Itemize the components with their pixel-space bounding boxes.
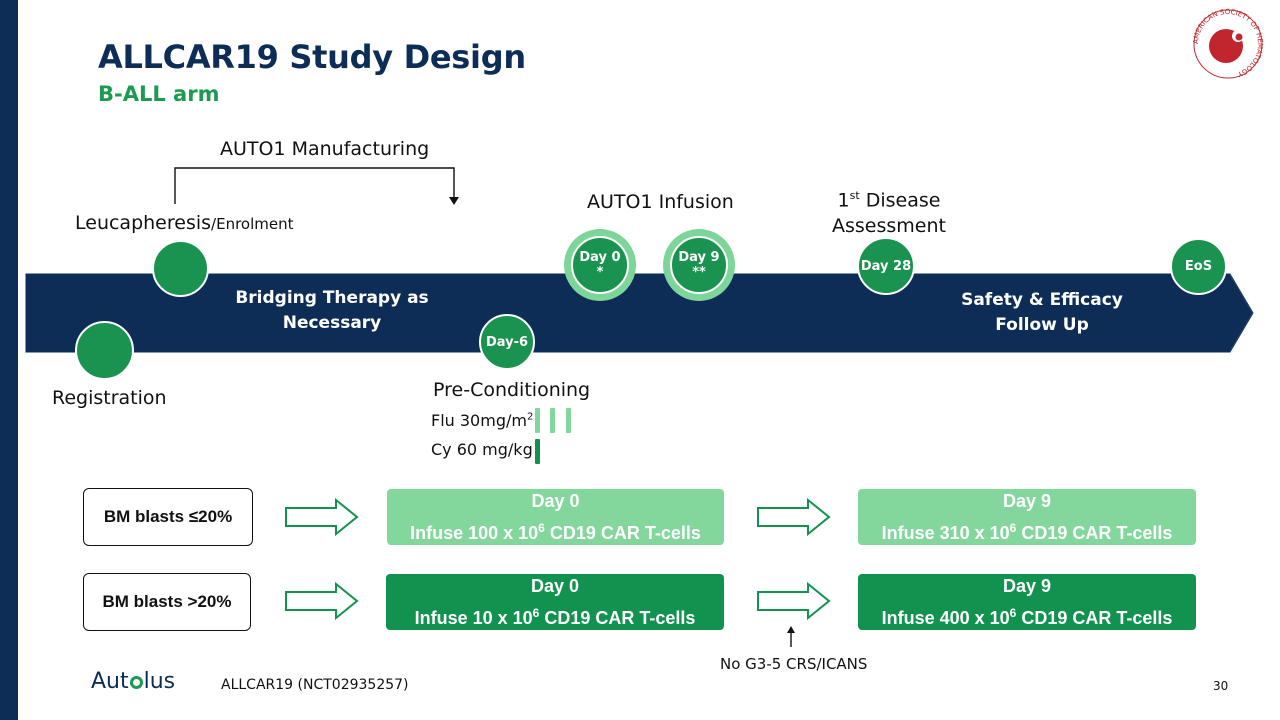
page-number: 30 xyxy=(1213,679,1229,693)
row2-day0-text-post: CD19 CAR T-cells xyxy=(539,607,696,628)
day-minus6-text: Day-6 xyxy=(485,334,529,350)
flu-dose-sup: 2 xyxy=(526,411,534,423)
left-sidebar-bar xyxy=(0,0,18,720)
timeline-arrow xyxy=(25,273,1254,353)
bridging-line1: Bridging Therapy as xyxy=(235,288,429,308)
disease-assessment-line1: Disease xyxy=(859,189,941,212)
day28-text: Day 28 xyxy=(860,258,912,274)
day0-mark: * xyxy=(596,265,604,280)
row2-day9-dose-box: Day 9 Infuse 400 x 106 CD19 CAR T-cells xyxy=(858,574,1196,630)
slide-subtitle: B-ALL arm xyxy=(98,82,220,106)
flu-dose-label: Flu 30mg/m2 xyxy=(431,411,533,430)
row1-day0-text-post: CD19 CAR T-cells xyxy=(544,522,701,543)
day9-milestone: Day 9 ** xyxy=(670,236,728,294)
row1-day9-dose-box: Day 9 Infuse 310 x 106 CD19 CAR T-cells xyxy=(858,489,1196,545)
row1-day0-title: Day 0 xyxy=(531,490,580,511)
row2-day0-dose-box: Day 0 Infuse 10 x 106 CD19 CAR T-cells xyxy=(386,574,724,630)
row1-day9-text-pre: Infuse 310 x 10 xyxy=(881,522,1010,543)
enrolment-text: /Enrolment xyxy=(211,215,294,233)
leucapheresis-text: Leucapheresis xyxy=(75,212,212,234)
cy-dose-label: Cy 60 mg/kg xyxy=(431,440,533,459)
row2-day9-text-pre: Infuse 400 x 10 xyxy=(881,607,1010,628)
leucapheresis-label: Leucapheresis/Enrolment xyxy=(75,212,293,234)
day0-milestone-ring: Day 0 * xyxy=(564,229,636,301)
registration-label: Registration xyxy=(52,387,167,409)
autolus-dot-icon xyxy=(129,676,143,689)
row2-day9-text-post: CD19 CAR T-cells xyxy=(1016,607,1173,628)
row2-day9-title: Day 9 xyxy=(1002,575,1052,596)
day0-text: Day 0 xyxy=(579,250,621,265)
row1-day9-text-post: CD19 CAR T-cells xyxy=(1016,522,1173,543)
day9-mark: ** xyxy=(692,265,706,280)
row2-arrow-1 xyxy=(285,582,359,620)
autolus-logo-post: lus xyxy=(143,669,176,694)
american-society-of-hematology-logo: AMERICAN SOCIETY OF HEMATOLOGY xyxy=(1190,6,1266,82)
leucapheresis-milestone xyxy=(152,240,209,297)
eos-milestone: EoS xyxy=(1170,238,1227,295)
disease-assessment-label: 1st Disease Assessment xyxy=(832,183,946,239)
row2-day0-text-pre: Infuse 10 x 10 xyxy=(414,607,533,628)
row1-day0-text-pre: Infuse 100 x 10 xyxy=(410,522,539,543)
day0-milestone: Day 0 * xyxy=(571,236,629,294)
registration-milestone xyxy=(75,321,134,380)
bridging-therapy-label: Bridging Therapy as Necessary xyxy=(220,286,444,336)
followup-line2: Follow Up xyxy=(995,315,1089,335)
followup-line1: Safety & Efficacy xyxy=(961,290,1123,310)
day28-milestone: Day 28 xyxy=(857,237,915,295)
row2-arrow-2 xyxy=(757,582,831,620)
row1-arrow-1 xyxy=(285,498,359,536)
bm-blasts-low-box: BM blasts ≤20% xyxy=(83,488,253,546)
note-up-arrow xyxy=(787,626,795,647)
bm-blasts-high-box: BM blasts >20% xyxy=(83,573,251,631)
row1-day9-exp: 6 xyxy=(1009,520,1017,535)
no-crs-icans-note: No G3-5 CRS/ICANS xyxy=(720,655,868,673)
row2-day0-text: Infuse 10 x 106 CD19 CAR T-cells xyxy=(415,600,696,632)
row2-day0-title: Day 0 xyxy=(530,575,580,596)
cy-dose-bar xyxy=(535,439,540,464)
slide-title: ALLCAR19 Study Design xyxy=(98,38,526,76)
day9-text: Day 9 xyxy=(678,250,720,265)
row1-day0-exp: 6 xyxy=(538,520,545,535)
autolus-logo-pre: Aut xyxy=(91,669,129,694)
row1-arrow-2 xyxy=(757,498,831,536)
disease-assessment-line2: Assessment xyxy=(832,215,946,238)
day-minus6-milestone: Day-6 xyxy=(479,314,535,370)
followup-label: Safety & Efficacy Follow Up xyxy=(940,288,1144,338)
disease-assessment-ordinal: 1 xyxy=(837,189,850,212)
preconditioning-title: Pre-Conditioning xyxy=(433,379,591,401)
bridging-line2: Necessary xyxy=(282,313,382,333)
row1-day0-dose-box: Day 0 Infuse 100 x 106 CD19 CAR T-cells xyxy=(387,489,724,545)
flu-dose-bar-1 xyxy=(535,408,540,433)
day9-milestone-ring: Day 9 ** xyxy=(663,229,735,301)
row1-day9-title: Day 9 xyxy=(1002,490,1052,511)
flu-dose-bar-3 xyxy=(566,408,571,433)
manufacturing-label: AUTO1 Manufacturing xyxy=(220,138,430,160)
eos-text: EoS xyxy=(1184,259,1213,274)
row1-day0-text: Infuse 100 x 106 CD19 CAR T-cells xyxy=(410,515,701,547)
infusion-label: AUTO1 Infusion xyxy=(587,191,734,213)
flu-dose-text: Flu 30mg/m xyxy=(431,411,527,430)
manufacturing-bracket xyxy=(174,167,459,205)
study-id: ALLCAR19 (NCT02935257) xyxy=(221,677,409,693)
row1-day9-text: Infuse 310 x 106 CD19 CAR T-cells xyxy=(882,515,1173,547)
row2-day9-text: Infuse 400 x 106 CD19 CAR T-cells xyxy=(882,600,1173,632)
row2-day9-exp: 6 xyxy=(1009,605,1017,620)
flu-dose-bar-2 xyxy=(550,408,555,433)
row2-day0-exp: 6 xyxy=(532,605,540,620)
disease-assessment-sup: st xyxy=(849,189,860,202)
